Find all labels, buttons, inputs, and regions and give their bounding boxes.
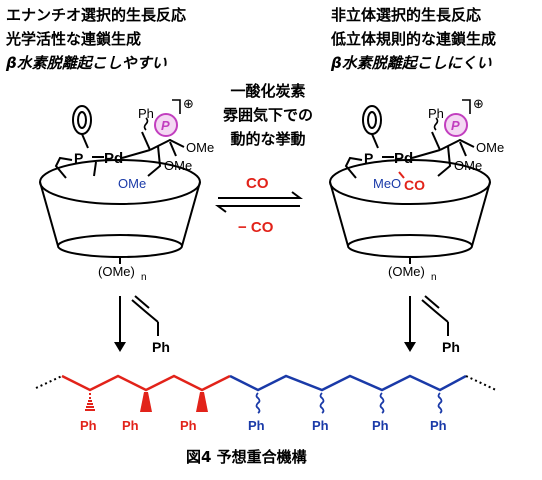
middle-note-line3: 動的な挙動 — [230, 130, 306, 148]
blue-stereocenter-1 — [255, 392, 261, 414]
red-ph-label-2: Ph — [122, 418, 139, 433]
red-stereocenter-2 — [140, 392, 152, 412]
atactic-segment — [229, 374, 467, 392]
left-styrene-ph: Ph — [152, 339, 170, 355]
right-description-line3: β水素脱離起こしにくい — [331, 54, 492, 72]
right-phenyl-icon — [362, 105, 382, 149]
middle-note-line1: 一酸化炭素 — [230, 82, 306, 100]
isotactic-segment — [61, 374, 231, 392]
right-ome-label-2: OMe — [454, 158, 482, 173]
figure-caption: 図4 予想重合機構 — [186, 448, 307, 466]
right-description-line2: 低立体規則的な連鎖生成 — [331, 30, 497, 48]
right-phosphonium-label: P — [451, 118, 460, 133]
left-cd-substituent: (OMe) — [98, 264, 135, 279]
right-cd-substituent: (OMe) — [388, 264, 425, 279]
left-description-line1: エナンチオ選択的生長反応 — [6, 6, 187, 24]
forward-co-label: CO — [246, 175, 269, 192]
left-ome-label-blue: OMe — [118, 176, 146, 191]
right-charge-icon: ⊕ — [473, 96, 484, 111]
middle-note-line2: 雰囲気下での — [222, 106, 313, 124]
right-styrene-ph: Ph — [442, 339, 460, 355]
blue-ph-label-2: Ph — [312, 418, 329, 433]
left-phenyl-icon — [72, 105, 92, 149]
left-phosphonium-label: P — [161, 118, 170, 133]
reverse-arrow-icon — [215, 205, 300, 213]
left-styrene-icon — [131, 295, 159, 336]
chain-end-left — [35, 375, 63, 389]
left-cd-subscript: n — [141, 272, 147, 283]
left-cyclodextrin — [39, 159, 201, 264]
right-meo-label: MeO — [373, 176, 401, 191]
right-pd-label: Pd — [394, 150, 413, 167]
left-ome-label-2: OMe — [164, 158, 192, 173]
equilibrium-arrows: CO − CO — [215, 175, 303, 236]
forward-arrow-icon — [218, 191, 303, 199]
blue-stereocenter-2 — [319, 392, 325, 414]
blue-stereocenter-3 — [379, 392, 385, 414]
left-polymerization-step: Ph — [114, 295, 170, 355]
left-phosphonium-icon: P — [154, 113, 178, 137]
left-description-line2: 光学活性な連鎖生成 — [6, 30, 142, 48]
right-ome-label-1: OMe — [476, 140, 504, 155]
left-ome-label-1: OMe — [186, 140, 214, 155]
left-charge-icon: ⊕ — [183, 96, 194, 111]
red-stereocenter-1 — [85, 393, 95, 411]
right-pd-complex: P Pd Ph OMe OMe MeO CO P ⊕ (OMe) n — [329, 96, 504, 283]
right-polymerization-step: Ph — [404, 295, 460, 355]
right-cyclodextrin — [329, 159, 491, 264]
right-p-label: P — [364, 150, 373, 166]
left-p-label: P — [74, 150, 83, 166]
blue-stereocenter-4 — [437, 392, 443, 414]
right-phosphonium-icon: P — [444, 113, 468, 137]
blue-ph-label-4: Ph — [430, 418, 447, 433]
right-ph-label: Ph — [428, 106, 444, 121]
blue-ph-label-1: Ph — [248, 418, 265, 433]
reverse-co-label: − CO — [238, 219, 274, 236]
polymer-chain: Ph Ph Ph Ph Ph Ph Ph — [35, 374, 497, 433]
right-styrene-icon — [421, 295, 449, 336]
left-ph-label: Ph — [138, 106, 154, 121]
right-co-label: CO — [404, 177, 425, 193]
chain-end-right — [465, 375, 497, 391]
red-ph-label-1: Ph — [80, 418, 97, 433]
left-pd-complex: P Pd Ph OMe OMe OMe P ⊕ (OMe) n — [39, 96, 214, 283]
right-cd-subscript: n — [431, 272, 437, 283]
left-pd-label: Pd — [104, 150, 123, 167]
right-description-line1: 非立体選択的生長反応 — [331, 6, 482, 24]
red-stereocenter-3 — [196, 392, 208, 412]
left-description-line3: β水素脱離起こしやすい — [6, 54, 167, 72]
blue-ph-label-3: Ph — [372, 418, 389, 433]
red-ph-label-3: Ph — [180, 418, 197, 433]
